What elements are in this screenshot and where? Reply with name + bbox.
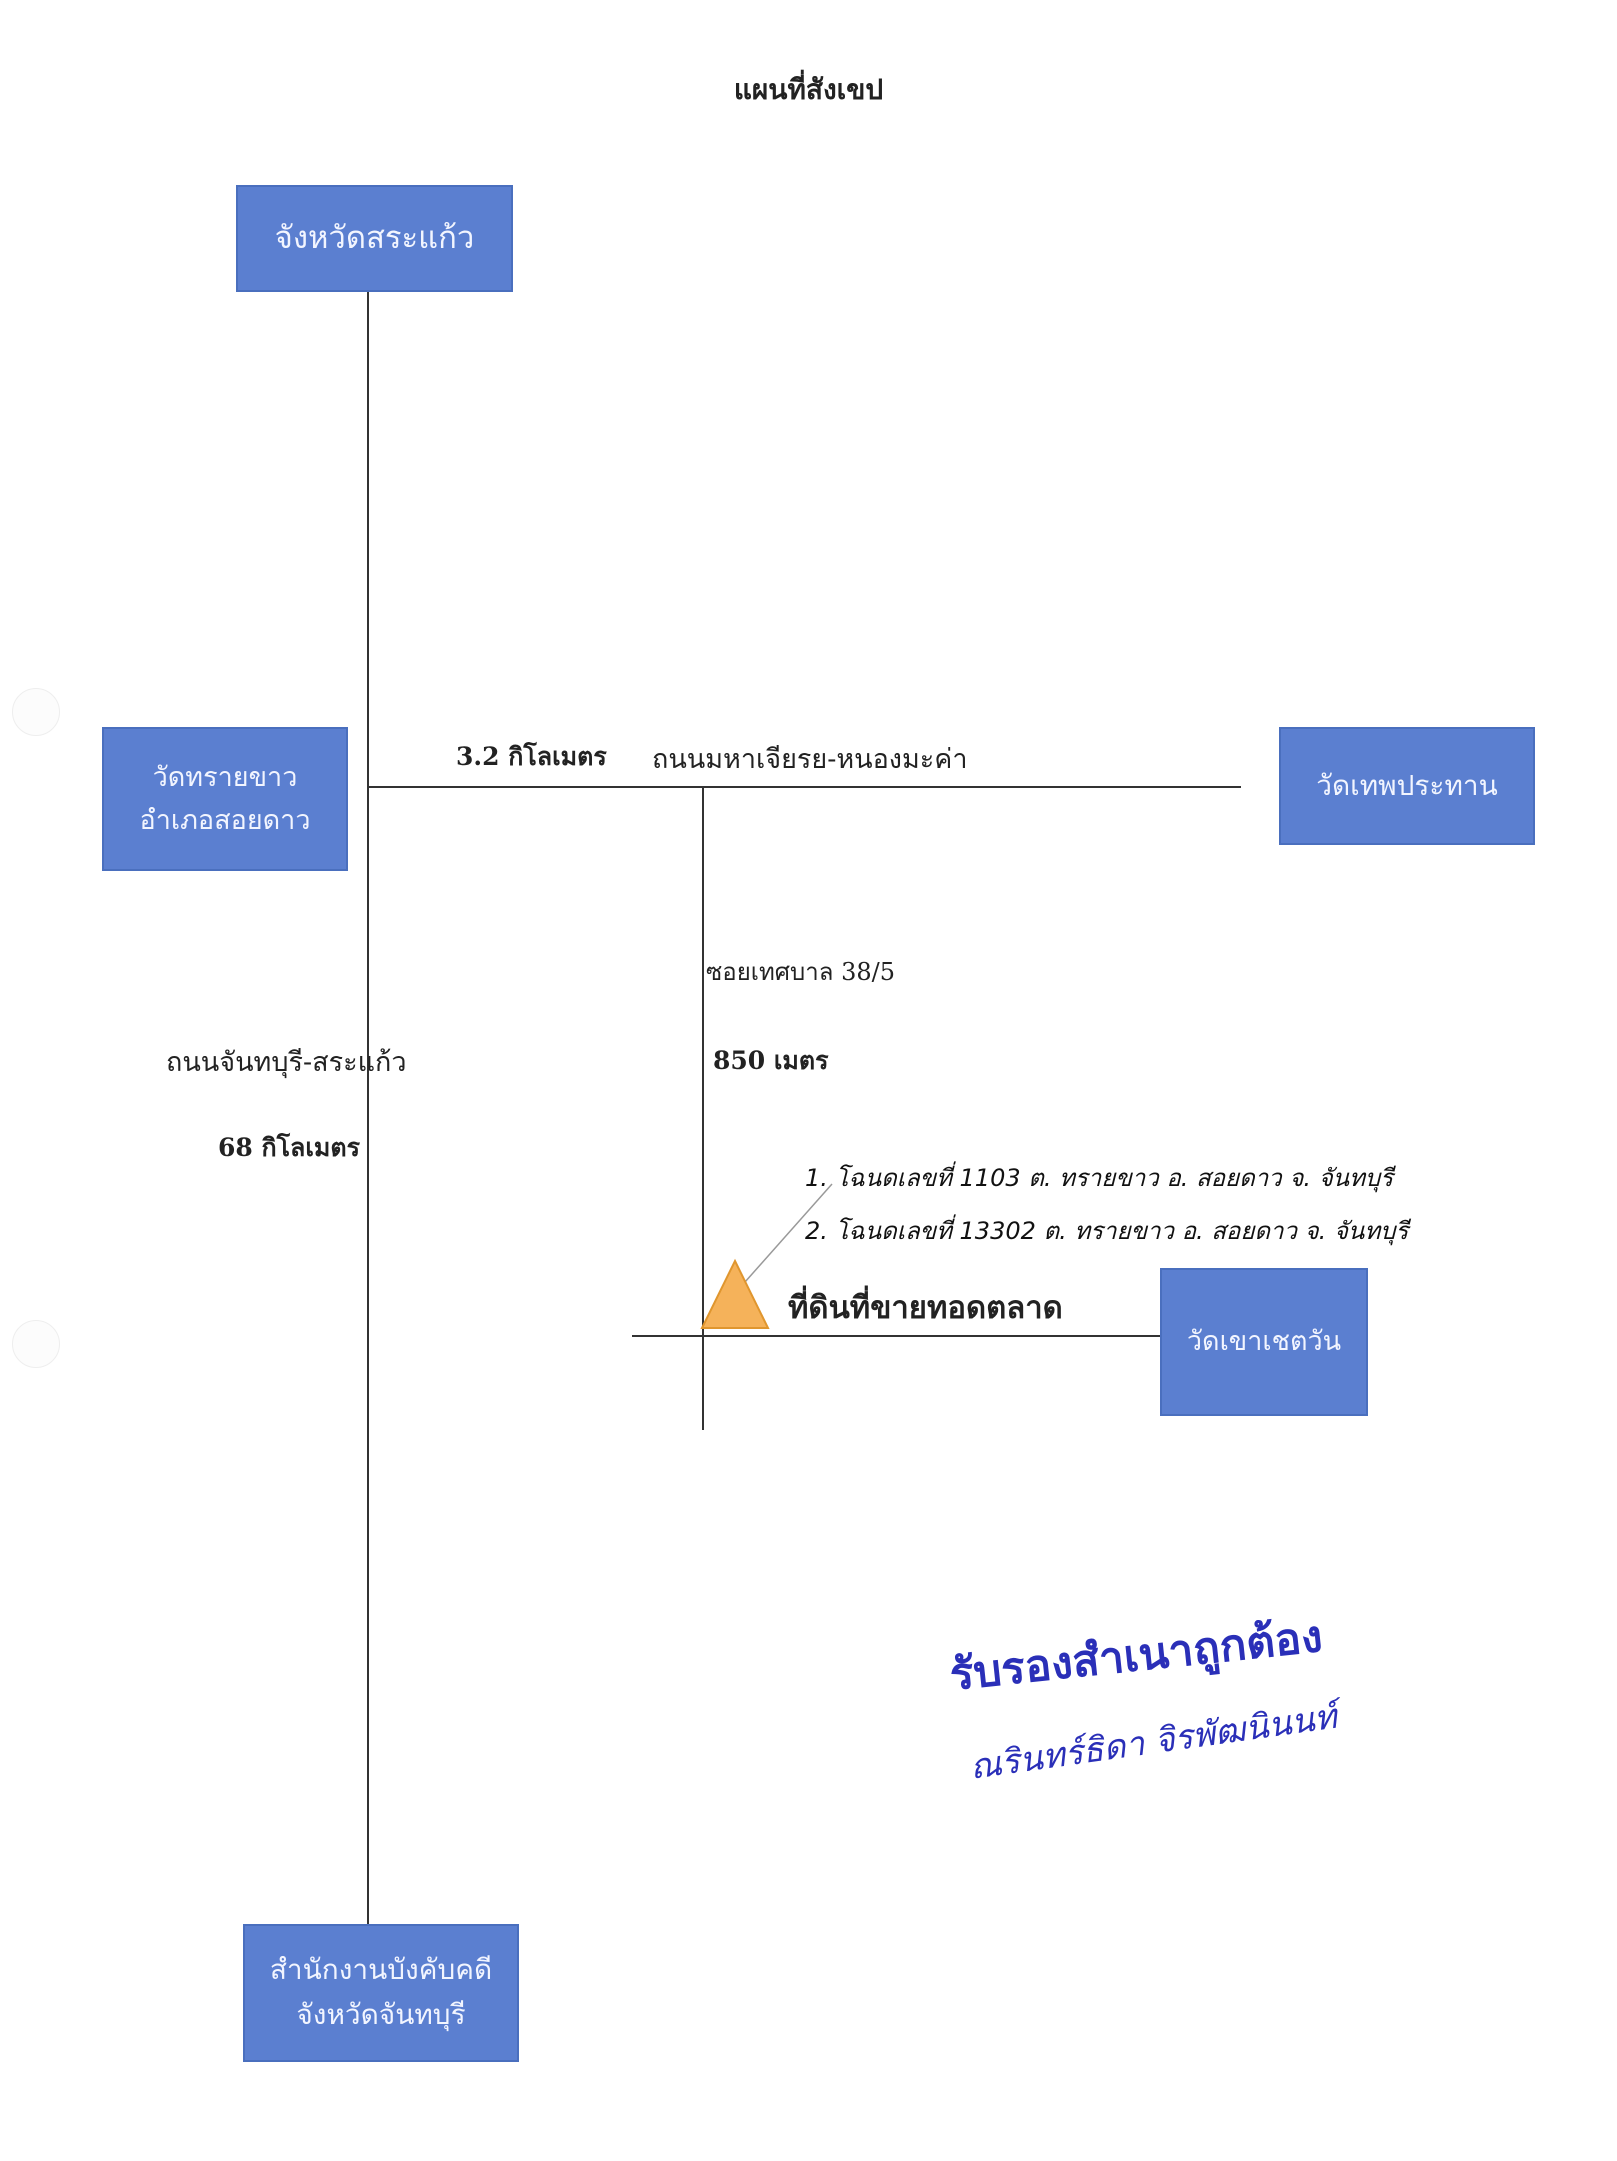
handwritten-note: 1. โฉนดเลขที่ 1103 ต. ทรายขาว อ. สอยดาว … <box>805 1164 1394 1192</box>
soi-road-distance: 850 เมตร <box>713 1046 829 1075</box>
place-label: วัดทรายขาว <box>152 761 298 793</box>
place-label: จังหวัดจันทบุรี <box>296 1998 466 2031</box>
place-box-sa-kaeo: จังหวัดสระแก้ว <box>236 185 513 292</box>
main-road-name: ถนนจันทบุรี-สระแก้ว <box>166 1047 407 1078</box>
handwritten-note: 2. โฉนดเลขที่ 13302 ต. ทรายขาว อ. สอยดาว… <box>805 1217 1409 1245</box>
leader-line <box>744 1183 833 1283</box>
place-box-wat-sai-khao: วัดทรายขาว อำเภอสอยดาว <box>102 727 348 871</box>
soi-road-name: ซอยเทศบาล 38/5 <box>706 958 895 986</box>
punch-hole-bottom <box>12 1320 60 1368</box>
signature: ณรินทร์ธิดา จิรพัฒนินนท์ <box>967 1696 1340 1788</box>
place-box-wat-khao-chet-wan: วัดเขาเชตวัน <box>1160 1268 1368 1416</box>
place-label: วัดเทพประทาน <box>1316 768 1498 802</box>
main-road-distance: 68 กิโลเมตร <box>218 1133 361 1162</box>
top-road-distance: 3.2 กิโลเมตร <box>456 742 607 771</box>
land-marker-label: ที่ดินที่ขายทอดตลาด <box>788 1290 1063 1326</box>
place-box-enforcement-office: สำนักงานบังคับคดี จังหวัดจันทบุรี <box>243 1924 519 2062</box>
place-label: วัดเขาเชตวัน <box>1186 1326 1342 1358</box>
main-road-line <box>367 290 369 1925</box>
place-box-wat-thep-prathan: วัดเทพประทาน <box>1279 727 1535 845</box>
place-label: จังหวัดสระแก้ว <box>274 219 475 256</box>
bottom-road-line <box>632 1335 1162 1337</box>
soi-road-line <box>702 788 704 1430</box>
top-road-name: ถนนมหาเจียรย-หนองมะค่า <box>652 744 968 775</box>
page-title: แผนที่สังเขป <box>733 73 884 106</box>
top-road-line <box>369 786 1241 788</box>
punch-hole-top <box>12 688 60 736</box>
place-label: สำนักงานบังคับคดี <box>269 1953 493 1987</box>
triangle-marker-icon <box>700 1258 770 1329</box>
certification-stamp: รับรองสำเนาถูกต้อง <box>947 1611 1325 1701</box>
place-label: อำเภอสอยดาว <box>139 805 311 836</box>
